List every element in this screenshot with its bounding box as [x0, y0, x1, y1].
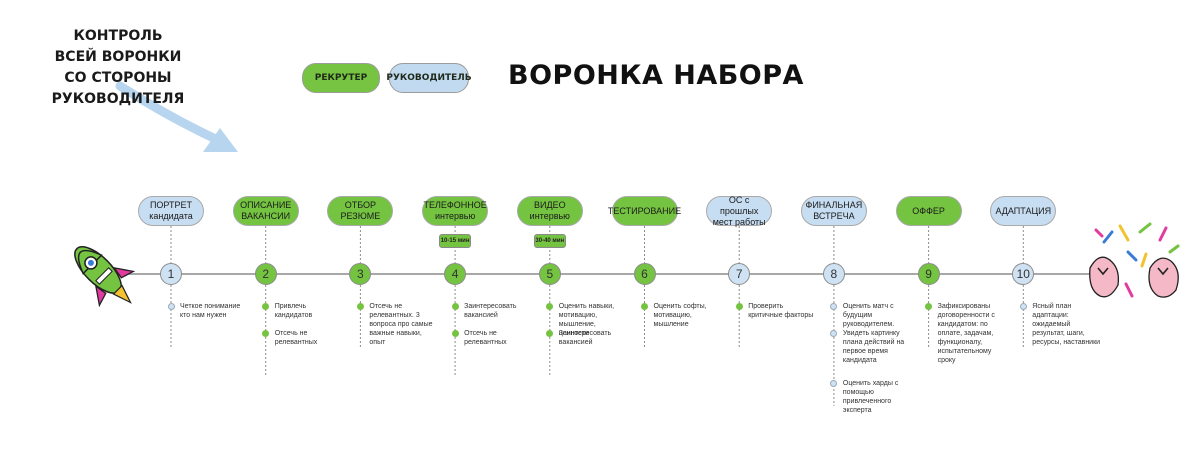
stage-node: 9 [917, 263, 940, 285]
stage-note: Привлечь кандидатов [274, 303, 313, 319]
stage-note: Зафиксированы договоренности с кандидато… [937, 303, 995, 364]
stage-node: 3 [349, 263, 372, 285]
stage-note: Оценить софты, мотивацию, мышление [653, 303, 707, 328]
note-bullet [262, 330, 270, 337]
rocket-illustration [74, 246, 136, 308]
duration-tag: 30-40 мин [533, 234, 566, 248]
stage-note: Увидеть картинку плана действий на перво… [842, 330, 905, 364]
stage-pill: ТЕСТИРОВАНИЕ [608, 196, 681, 226]
celebration-illustration [1089, 222, 1180, 298]
note-bullet [830, 330, 838, 337]
duration-tag: 10-15 мин [439, 234, 472, 248]
note-bullet [167, 303, 175, 310]
stage-node: 5 [538, 263, 561, 285]
note-bullet [451, 330, 459, 337]
note-bullet [546, 330, 554, 337]
note-bullet [356, 303, 364, 310]
curved-arrow-head [203, 128, 238, 152]
note-bullet [830, 303, 838, 310]
stage-note: Заинтересовать вакансией [558, 330, 612, 346]
stage-pill: ВИДЕО интервью [516, 196, 583, 226]
control-caption-line: ВСЕЙ ВОРОНКИ [54, 49, 182, 65]
stage-node: 2 [254, 263, 277, 285]
stage-note: Отсечь не релевантных [464, 330, 507, 346]
stage-node: 6 [633, 263, 656, 285]
stage-note: Оценить харды с помощью привлеченного эк… [842, 380, 899, 414]
note-bullet [925, 303, 933, 310]
note-bullet [451, 303, 459, 310]
note-bullet [641, 303, 648, 310]
note-bullet [262, 303, 270, 310]
stage-pill: ПОРТРЕТ кандидата [138, 196, 204, 226]
page-title: ВОРОНКА НАБОРА [508, 60, 804, 91]
stage-note: Оценить матч с будущим руководителем. [842, 303, 895, 328]
control-caption-line: КОНТРОЛЬ [73, 28, 163, 44]
stage-pill: ОТБОР РЕЗЮМЕ [327, 196, 394, 226]
stage-note: Ясный план адаптации: ожидаемый результа… [1032, 303, 1101, 346]
legend-manager: РУКОВОДИТЕЛЬ [386, 63, 472, 93]
stage-note: Оценить навыки, мотивацию, мышление, цен… [558, 303, 615, 337]
curved-arrow [115, 81, 227, 147]
note-bullet [830, 380, 838, 387]
note-bullet [1019, 303, 1027, 310]
legend-recruiter: РЕКРУТЕР [302, 63, 380, 93]
stage-note: Четкое понимание кто нам нужен [180, 303, 241, 319]
stage-node: 8 [822, 263, 845, 285]
stage-note: Заинтересовать вакансией [464, 303, 517, 319]
stage-pill: ОПИСАНИЕ ВАКАНСИИ [232, 196, 299, 226]
stage-note: Отсечь не релевантных. 3 вопроса про сам… [369, 303, 433, 346]
stage-pill: ФИНАЛЬНАЯ ВСТРЕЧА [800, 196, 867, 226]
stage-node: 7 [728, 263, 751, 285]
stage-node: 10 [1012, 263, 1035, 285]
note-bullet [546, 303, 554, 310]
stage-pill: ОФФЕР [895, 196, 962, 226]
stage-note: Отсечь не релевантных [274, 330, 318, 346]
control-caption: КОНТРОЛЬ ВСЕЙ ВОРОНКИ СО СТОРОНЫ РУКОВОД… [0, 26, 236, 110]
control-caption-line: СО СТОРОНЫ РУКОВОДИТЕЛЯ [51, 70, 185, 107]
stage-pill: ТЕЛЕФОННОЕ интервью [422, 196, 489, 226]
stage-note: Проверить критичные факторы [748, 303, 814, 319]
stage-node: 4 [444, 263, 467, 285]
stage-pill: АДАПТАЦИЯ [990, 196, 1057, 226]
note-bullet [735, 303, 743, 310]
stage-pill: ОС с прошлых мест работы [706, 195, 773, 227]
stage-node: 1 [160, 263, 182, 285]
